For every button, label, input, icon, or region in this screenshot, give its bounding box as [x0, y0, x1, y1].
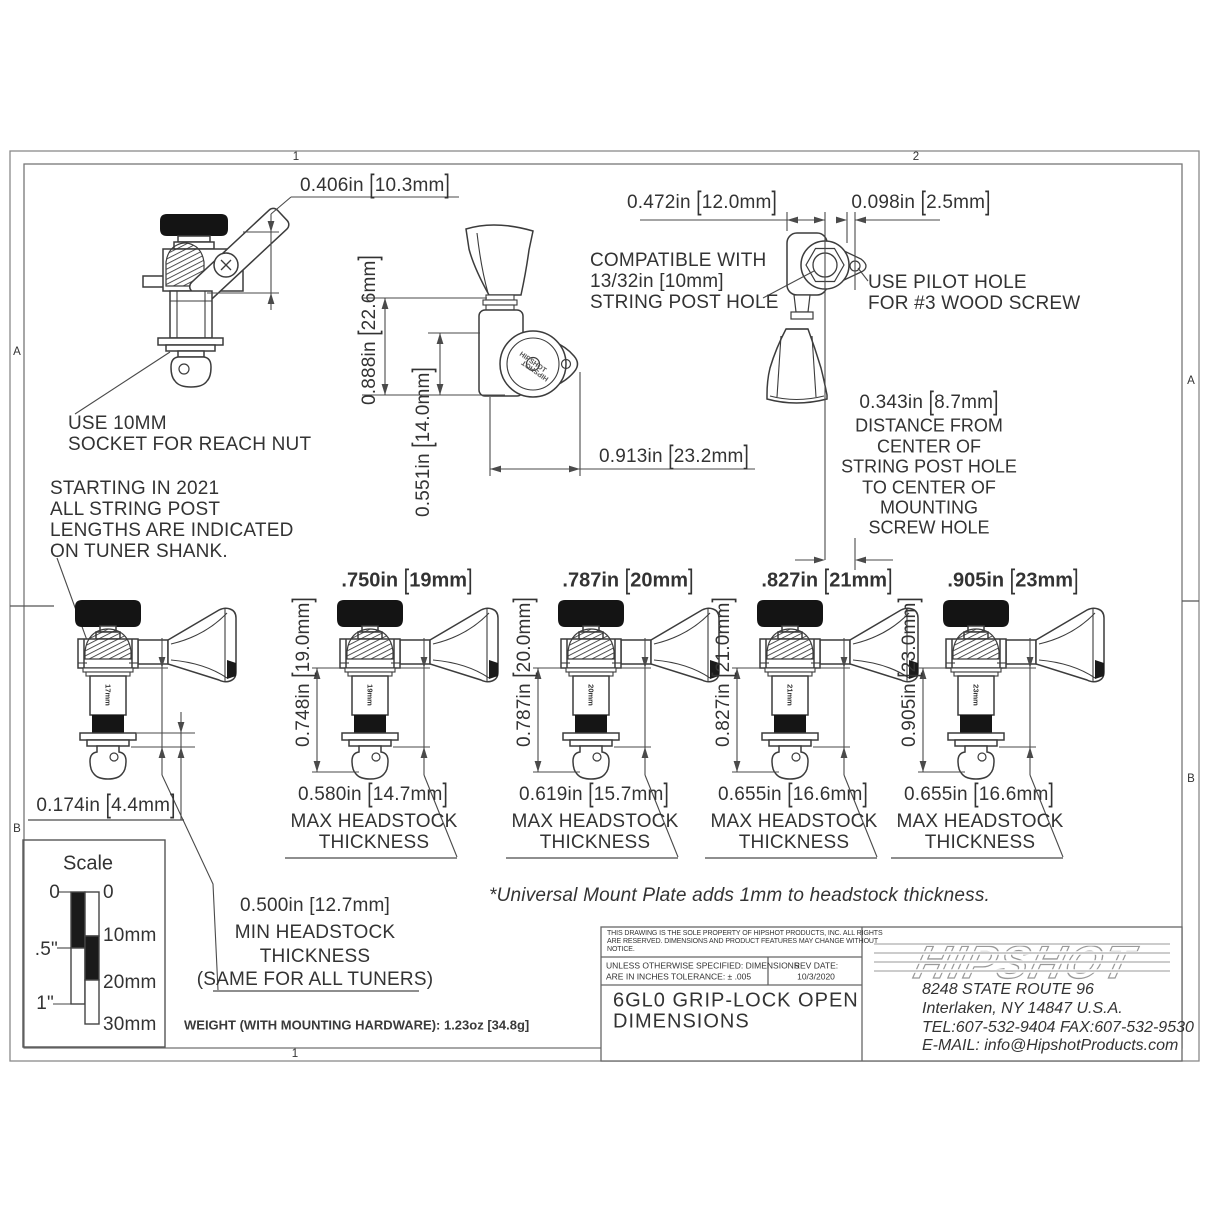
address-line3: TEL:607-532-9404 FAX:607-532-9530	[922, 1019, 1194, 1036]
universal-note: *Universal Mount Plate adds 1mm to heads…	[489, 885, 991, 906]
note-screw-line3: STRING POST HOLE	[841, 456, 1017, 477]
tuner-post-dim-5: 0.905in [23.0mm]	[894, 596, 924, 748]
address-line2: Interlaken, NY 14847 U.S.A.	[922, 1000, 1123, 1017]
dim-back-offset: 0.472in [12.0mm]	[626, 187, 778, 217]
dim-side-width: 0.913in [23.2mm]	[598, 441, 750, 471]
tuner-shaft-label-3: 20mm	[586, 684, 596, 706]
dim-back-edge: 0.098in [2.5mm]	[851, 187, 991, 217]
min-headstock-line4: (SAME FOR ALL TUNERS)	[196, 969, 434, 990]
zone-label-right-b: B	[1187, 773, 1195, 785]
dim-lever-height: 0.406in [10.3mm]	[299, 170, 451, 200]
spec-line2: ARE IN INCHES TOLERANCE: ± .005	[606, 971, 752, 982]
tuner-shaft-label-5: 23mm	[971, 684, 981, 706]
scale-mm-30: 30mm	[103, 1014, 157, 1035]
scale-title: Scale	[62, 852, 114, 875]
tuner-front-drawing-4	[756, 599, 919, 780]
min-headstock-line2: MIN HEADSTOCK	[234, 922, 396, 943]
tuner-shaft-label-2: 19mm	[365, 684, 375, 706]
tuner-max-label1-3: MAX HEADSTOCK	[511, 811, 679, 832]
min-headstock-line1: 0.500in [12.7mm]	[239, 895, 391, 916]
zone-label-bottom-1: 1	[291, 1048, 299, 1060]
scale-mm-20: 20mm	[103, 972, 157, 993]
side-view-drawing	[465, 224, 579, 398]
scale-mm-10: 10mm	[103, 925, 157, 946]
front-view-drawing	[142, 207, 290, 388]
scale-inch-1: 1"	[36, 993, 54, 1014]
tuner-max-label1-4: MAX HEADSTOCK	[710, 811, 878, 832]
scale-inch-0: 0	[49, 882, 60, 903]
min-headstock-line3: THICKNESS	[259, 946, 371, 967]
note-screw-line2: CENTER OF	[876, 436, 982, 457]
rev-date-value: 10/3/2020	[797, 971, 835, 982]
note-socket-line2: SOCKET FOR REACH NUT	[68, 434, 312, 455]
tuner-heading-5: .905in [23mm]	[947, 564, 1079, 596]
legal-line1: THIS DRAWING IS THE SOLE PROPERTY OF HIP…	[607, 929, 883, 937]
note-2021-line3: LENGTHS ARE INDICATED	[50, 520, 294, 541]
note-screw-line6: SCREW HOLE	[868, 517, 990, 538]
note-socket-line1: USE 10MM	[68, 413, 167, 434]
tuner-max-label1-2: MAX HEADSTOCK	[290, 811, 458, 832]
drawing-title-line2: DIMENSIONS	[613, 1010, 750, 1033]
zone-label-left-a: A	[13, 346, 21, 358]
dim-side-body: 0.551in [14.0mm]	[408, 366, 438, 518]
tuner-max-dim-2: 0.580in [14.7mm]	[297, 779, 449, 809]
hipshot-logo: HIPSHOT	[872, 936, 1172, 988]
tuner-max-dim-3: 0.619in [15.7mm]	[518, 779, 670, 809]
rev-date-label: REV DATE:	[793, 960, 839, 971]
title-block	[600, 926, 1183, 1062]
note-2021-line2: ALL STRING POST	[50, 499, 221, 520]
zone-label-right-a: A	[1187, 375, 1195, 387]
tuner-front-drawing-5	[942, 599, 1105, 780]
tuner-heading-4: .827in [21mm]	[761, 564, 893, 596]
tuner-row-drawings	[28, 599, 1105, 992]
tuner-post-dim-3: 0.787in [20.0mm]	[509, 596, 539, 748]
tuner-front-drawing-3	[557, 599, 720, 780]
zone-label-top-2: 2	[912, 151, 920, 163]
tuner-max-label2-5: THICKNESS	[924, 832, 1036, 853]
scale-inch-05: .5"	[34, 939, 58, 960]
tuner-post-dim-2: 0.748in [19.0mm]	[288, 596, 318, 748]
tuner-heading-2: .750in [19mm]	[341, 564, 473, 596]
scale-ruler	[22, 839, 166, 1048]
note-post-hole-line1: COMPATIBLE WITH	[590, 250, 767, 271]
weight-note: WEIGHT (WITH MOUNTING HARDWARE): 1.23oz …	[184, 1017, 530, 1033]
address-line1: 8248 STATE ROUTE 96	[922, 981, 1094, 998]
address-line4: E-MAIL: info@HipshotProducts.com	[922, 1037, 1179, 1054]
zone-label-left-b: B	[13, 823, 21, 835]
zone-label-top-1: 1	[292, 151, 300, 163]
note-2021-line1: STARTING IN 2021	[50, 478, 220, 499]
note-screw-line1: DISTANCE FROM	[855, 415, 1003, 436]
note-2021-line4: ON TUNER SHANK.	[50, 541, 228, 562]
tuner-max-label2-2: THICKNESS	[318, 832, 430, 853]
tuner-front-drawing-1	[74, 599, 237, 780]
tuner-heading-3: .787in [20mm]	[562, 564, 694, 596]
tuner-shaft-label-4: 21mm	[785, 684, 795, 706]
note-pilot-line1: USE PILOT HOLE	[868, 272, 1027, 293]
note-pilot-line2: FOR #3 WOOD SCREW	[868, 293, 1081, 314]
dim-screw-distance: 0.343in [8.7mm]	[859, 387, 999, 417]
scale-mm-0: 0	[103, 882, 114, 903]
tuner-max-label1-5: MAX HEADSTOCK	[896, 811, 1064, 832]
dim-side-height: 0.888in [22.6mm]	[354, 254, 384, 406]
tuner-post-dim-4: 0.827in [21.0mm]	[708, 596, 738, 748]
legal-line2: ARE RESERVED. DIMENSIONS AND PRODUCT FEA…	[607, 937, 879, 945]
note-screw-line5: MOUNTING	[880, 497, 978, 518]
tuner-max-dim-4: 0.655in [16.6mm]	[717, 779, 869, 809]
tuner-shaft-label-1: 17mm	[103, 684, 113, 706]
dim-washer: 0.174in [4.4mm]	[36, 790, 176, 820]
note-post-hole-line3: STRING POST HOLE	[590, 292, 779, 313]
back-view-drawing	[766, 232, 867, 404]
spec-line1: UNLESS OTHERWISE SPECIFIED: DIMENSIONS	[606, 960, 800, 971]
legal-line3: NOTICE.	[607, 945, 635, 953]
tuner-max-dim-5: 0.655in [16.6mm]	[903, 779, 1055, 809]
tuner-front-drawing-2	[336, 599, 499, 780]
drawing-title-line1: 6GL0 GRIP-LOCK OPEN	[613, 989, 859, 1012]
note-post-hole-line2: 13/32in [10mm]	[590, 271, 724, 292]
tuner-max-label2-3: THICKNESS	[539, 832, 651, 853]
tuner-max-label2-4: THICKNESS	[738, 832, 850, 853]
note-screw-line4: TO CENTER OF	[862, 477, 996, 498]
